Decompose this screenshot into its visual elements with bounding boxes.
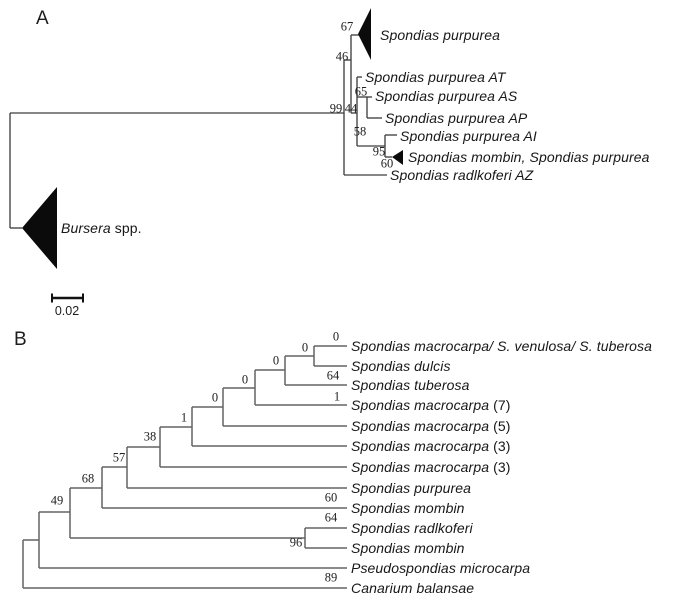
support-value: 60 xyxy=(380,156,394,171)
taxon-name: Spondias purpurea xyxy=(351,480,472,496)
support-value: 58 xyxy=(353,124,367,139)
support-value: 1 xyxy=(333,389,341,404)
support-value: 1 xyxy=(180,410,188,425)
support-value: 60 xyxy=(324,490,338,505)
taxon-label: Spondias purpurea xyxy=(380,27,500,43)
panel-a-label: A xyxy=(36,8,49,29)
panel-b-label: B xyxy=(14,329,27,350)
support-value: 96 xyxy=(289,535,303,550)
taxon-name: Spondias mombin xyxy=(351,500,465,516)
taxon-suffix: (3) xyxy=(489,438,511,454)
taxon-name: Spondias dulcis xyxy=(351,358,451,374)
taxon-name: Spondias radlkoferi xyxy=(351,520,473,536)
support-value: 0 xyxy=(272,353,280,368)
taxon-name: Canarium balansae xyxy=(351,580,475,596)
taxon-label: Spondias macrocarpa (5) xyxy=(351,418,511,434)
taxon-label: Bursera spp. xyxy=(61,220,142,236)
taxon-label: Pseudospondias microcarpa xyxy=(351,560,530,576)
support-value: 64 xyxy=(326,368,340,383)
support-value: 67 xyxy=(340,19,354,34)
taxon-label: Spondias macrocarpa (3) xyxy=(351,459,511,475)
taxon-label: Spondias radlkoferi AZ xyxy=(390,167,533,183)
taxon-name: Spondias purpurea AP xyxy=(385,110,528,126)
taxon-name: Spondias purpurea xyxy=(380,27,501,43)
taxon-label: Spondias purpurea AP xyxy=(385,110,527,126)
collapsed-clade-triangle-bursera xyxy=(22,187,57,269)
scale-bar xyxy=(51,293,84,303)
taxon-name: Spondias radlkoferi AZ xyxy=(390,167,534,183)
taxon-name: Spondias purpurea AT xyxy=(365,69,506,85)
taxon-name: Spondias macrocarpa/ S. venulosa/ S. tub… xyxy=(351,338,653,354)
support-value: 95 xyxy=(372,144,386,159)
taxon-label: Spondias radlkoferi xyxy=(351,520,473,536)
taxon-label: Spondias purpurea xyxy=(351,480,471,496)
taxon-name: Spondias purpurea AS xyxy=(375,88,518,104)
support-value: 99 xyxy=(329,101,343,116)
taxon-label: Spondias mombin xyxy=(351,540,465,556)
taxon-suffix: (5) xyxy=(489,418,511,434)
taxon-label: Spondias purpurea AS xyxy=(375,88,517,104)
support-value: 38 xyxy=(143,429,157,444)
taxon-suffix: (7) xyxy=(489,397,511,413)
taxon-label: Spondias dulcis xyxy=(351,358,451,374)
taxon-name: Spondias purpurea AI xyxy=(400,128,537,144)
support-value: 0 xyxy=(241,372,249,387)
taxon-name: Spondias mombin, Spondias purpurea xyxy=(408,149,650,165)
taxon-name: Spondias mombin xyxy=(351,540,465,556)
taxon-label: Spondias tuberosa xyxy=(351,377,469,393)
panel-a-branches xyxy=(9,34,397,229)
taxon-label: Spondias macrocarpa/ S. venulosa/ S. tub… xyxy=(351,338,652,354)
scale-bar-label: 0.02 xyxy=(54,304,80,318)
support-value: 44 xyxy=(344,101,358,116)
taxon-label: Spondias macrocarpa (3) xyxy=(351,438,511,454)
support-value: 65 xyxy=(354,84,368,99)
support-value: 68 xyxy=(81,471,95,486)
taxon-label: Spondias macrocarpa (7) xyxy=(351,397,511,413)
support-value: 64 xyxy=(324,510,338,525)
taxon-label: Spondias purpurea AT xyxy=(365,69,506,85)
taxon-label: Canarium balansae xyxy=(351,580,474,596)
support-value: 0 xyxy=(301,340,309,355)
panel-b-branches xyxy=(22,345,347,589)
taxon-name: Spondias tuberosa xyxy=(351,377,470,393)
collapsed-clade-triangle-mombin-purpurea xyxy=(392,150,403,165)
taxon-suffix: spp. xyxy=(110,220,142,236)
support-value: 57 xyxy=(112,450,126,465)
taxon-name: Spondias macrocarpa xyxy=(351,459,490,475)
support-value: 49 xyxy=(50,493,64,508)
taxon-label: Spondias mombin, Spondias purpurea xyxy=(408,149,650,165)
taxon-name: Spondias macrocarpa xyxy=(351,397,490,413)
support-value: 46 xyxy=(335,49,349,64)
support-value: 89 xyxy=(324,570,338,585)
taxon-name: Spondias macrocarpa xyxy=(351,438,490,454)
taxon-name: Pseudospondias microcarpa xyxy=(351,560,531,576)
taxon-name: Spondias macrocarpa xyxy=(351,418,490,434)
collapsed-clade-triangle-purpurea xyxy=(358,8,371,60)
support-value: 0 xyxy=(332,329,340,344)
taxon-suffix: (3) xyxy=(489,459,511,475)
taxon-label: Spondias purpurea AI xyxy=(400,128,537,144)
taxon-name: Bursera xyxy=(61,220,111,236)
taxon-label: Spondias mombin xyxy=(351,500,465,516)
support-value: 0 xyxy=(211,390,219,405)
